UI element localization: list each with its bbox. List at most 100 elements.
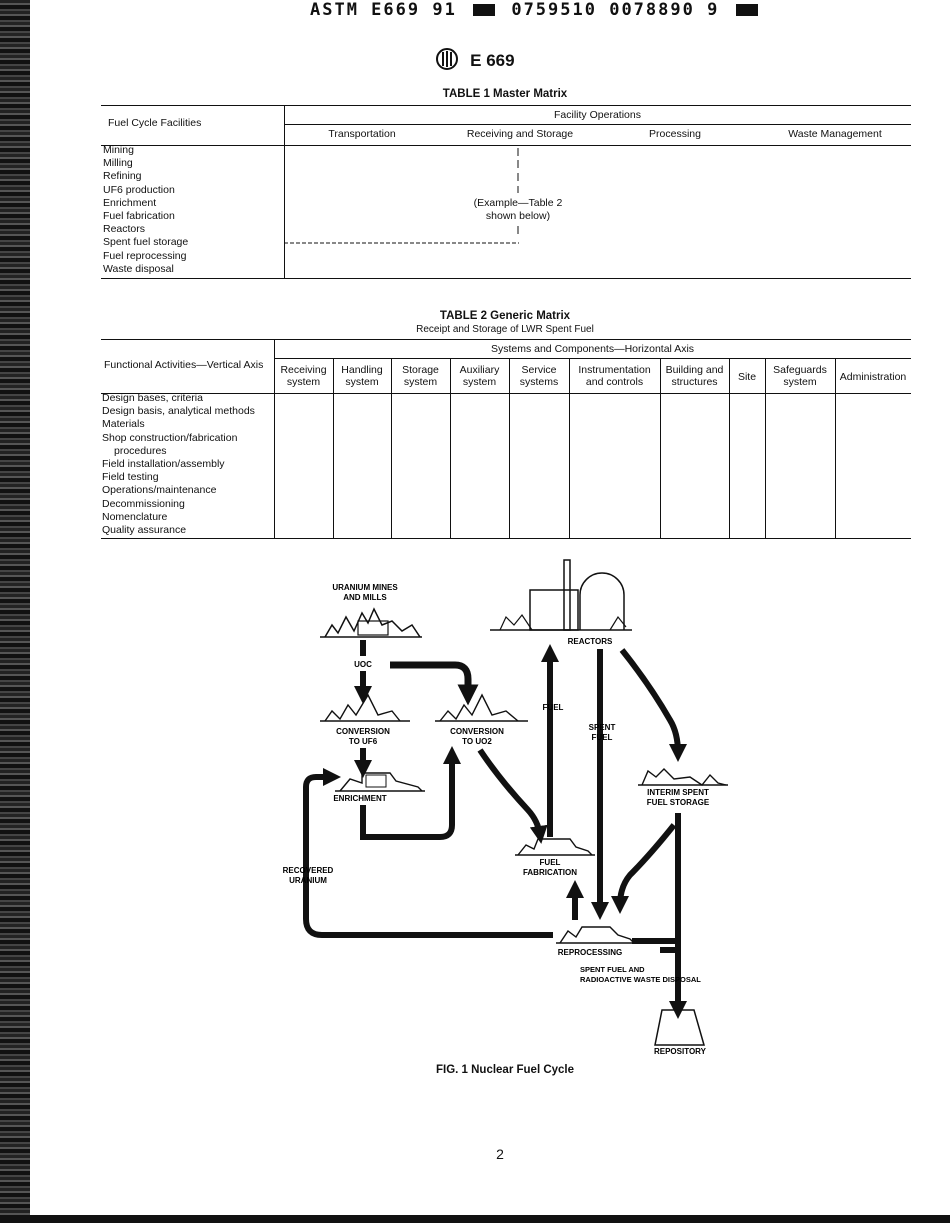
- table1-col-receiving-storage: Receiving and Storage: [466, 128, 574, 140]
- table2-row: Design basis, analytical methods: [102, 405, 255, 418]
- label-spent-1: SPENT: [589, 723, 616, 732]
- header-code-part1: ASTM E669 91: [310, 0, 457, 20]
- fuel-fabrication-facility-icon: [515, 838, 595, 856]
- table2-row: Materials: [102, 418, 145, 431]
- label-interim-1: INTERIM SPENT: [647, 788, 709, 797]
- label-disposal-2: RADIOACTIVE WASTE DISPOSAL: [580, 975, 701, 984]
- table1-row: Milling: [103, 157, 133, 170]
- standard-designation: E 669: [0, 48, 950, 75]
- label-uoc: UOC: [354, 660, 372, 669]
- label-repository: REPOSITORY: [654, 1047, 707, 1055]
- table1-header-rule: [101, 145, 911, 146]
- table1-example-note-2: shown below): [485, 210, 551, 222]
- table1-col-transportation: Transportation: [328, 128, 396, 140]
- table2-row: Field installation/assembly: [102, 458, 225, 471]
- table2-row: Nomenclature: [102, 510, 168, 523]
- header-block-mark: [473, 4, 496, 16]
- enrichment-facility-icon: [335, 772, 425, 792]
- table2-top-rule: [101, 339, 911, 340]
- table1-row: Enrichment: [103, 196, 157, 209]
- table2-row: procedures: [114, 444, 167, 457]
- arrow-to-repository: [632, 938, 687, 1019]
- table1-row-list: Mining Milling Refining UF6 production E…: [103, 144, 188, 276]
- table2-divider: [333, 358, 334, 538]
- arrow-reactors-to-interim: [619, 648, 687, 762]
- table2-row: Quality assurance: [102, 524, 187, 537]
- reactors-facility-icon: [490, 559, 632, 631]
- label-mines-1: URANIUM MINES: [332, 583, 398, 592]
- mines-facility-icon: [320, 607, 422, 638]
- table2-bottom-rule: [101, 538, 911, 539]
- table1-group-rule: [284, 124, 911, 125]
- designation-text: E 669: [470, 50, 515, 70]
- table2-divider: [835, 358, 836, 538]
- table2-divider: [660, 358, 661, 538]
- fuel-cycle-diagram: URANIUM MINES AND MILLS REACTORS UOC CON…: [283, 559, 728, 1055]
- table2-group-rule: [274, 358, 911, 359]
- arrow-interim-to-reprocessing: [611, 823, 677, 914]
- table2-caption: TABLE 2 Generic Matrix: [439, 310, 571, 322]
- label-conv-uo2-1: CONVERSION: [450, 727, 504, 736]
- page-number: 2: [496, 1146, 504, 1162]
- label-fuel: FUEL: [543, 703, 564, 712]
- table1-row: Spent fuel storage: [103, 236, 189, 249]
- table2-row-list: Design bases, criteria Design basis, ana…: [102, 392, 255, 537]
- table2-divider: [450, 358, 451, 538]
- table1-example-note-1: (Example—Table 2: [473, 197, 563, 209]
- label-conv-uf6-2: TO UF6: [349, 737, 378, 746]
- table1-row: Waste disposal: [103, 262, 174, 275]
- label-mines-2: AND MILLS: [343, 593, 387, 602]
- table1-bottom-rule: [101, 278, 911, 279]
- table2-row: Decommissioning: [102, 497, 185, 510]
- table1-caption: TABLE 1 Master Matrix: [442, 88, 568, 100]
- table1-row: UF6 production: [103, 183, 175, 196]
- table1-row: Reactors: [103, 223, 146, 236]
- conversion-uf6-facility-icon: [320, 693, 410, 722]
- astm-logo-icon: [435, 48, 459, 75]
- figure-caption: FIG. 1 Nuclear Fuel Cycle: [435, 1064, 575, 1076]
- table2-row: Design bases, criteria: [102, 392, 203, 404]
- label-enrichment: ENRICHMENT: [333, 794, 386, 803]
- table1-example-marker: [284, 148, 519, 244]
- reprocessing-facility-icon: [556, 926, 636, 944]
- label-fab-1: FUEL: [540, 858, 561, 867]
- label-spent-2: FUEL: [592, 733, 613, 742]
- arrow-conversion-to-fabrication: [477, 748, 548, 844]
- header-code-part2: 0759510 0078890 9: [511, 0, 720, 20]
- table1-row: Fuel reprocessing: [103, 249, 187, 262]
- table2-divider: [391, 358, 392, 538]
- label-reprocessing: REPROCESSING: [558, 948, 622, 957]
- table2-divider: [729, 358, 730, 538]
- table2-row-header: Functional Activities—Vertical Axis: [104, 359, 264, 371]
- arrow-uoc-to-conversion-uo2: [390, 661, 479, 706]
- arrow-recovered-uranium: [303, 768, 553, 938]
- label-conv-uo2-2: TO UO2: [462, 737, 492, 746]
- table1-col-waste-management: Waste Management: [788, 128, 882, 140]
- table2-header-rule: [101, 393, 911, 394]
- scan-bottom-edge: [0, 1215, 950, 1223]
- table1-row: Fuel fabrication: [103, 210, 175, 223]
- label-recovered-1: RECOVERED: [283, 866, 334, 875]
- table2-divider: [274, 339, 275, 538]
- header-block-mark: [735, 4, 758, 16]
- table1-row: Mining: [103, 144, 134, 156]
- table1-top-rule: [101, 105, 911, 106]
- repository-icon: [654, 1009, 705, 1046]
- table1-row: Refining: [103, 170, 142, 183]
- table2-col-administration: Administration: [839, 371, 907, 383]
- table1-col-processing: Processing: [649, 128, 701, 140]
- label-conv-uf6-1: CONVERSION: [336, 727, 390, 736]
- arrow-enrichment-to-conversion-uo2: [360, 746, 461, 840]
- scan-left-edge: [0, 0, 30, 1223]
- interim-storage-facility-icon: [638, 768, 728, 786]
- table1-divider: [284, 105, 285, 278]
- header-code: ASTM E669 91 0759510 0078890 9: [310, 0, 758, 20]
